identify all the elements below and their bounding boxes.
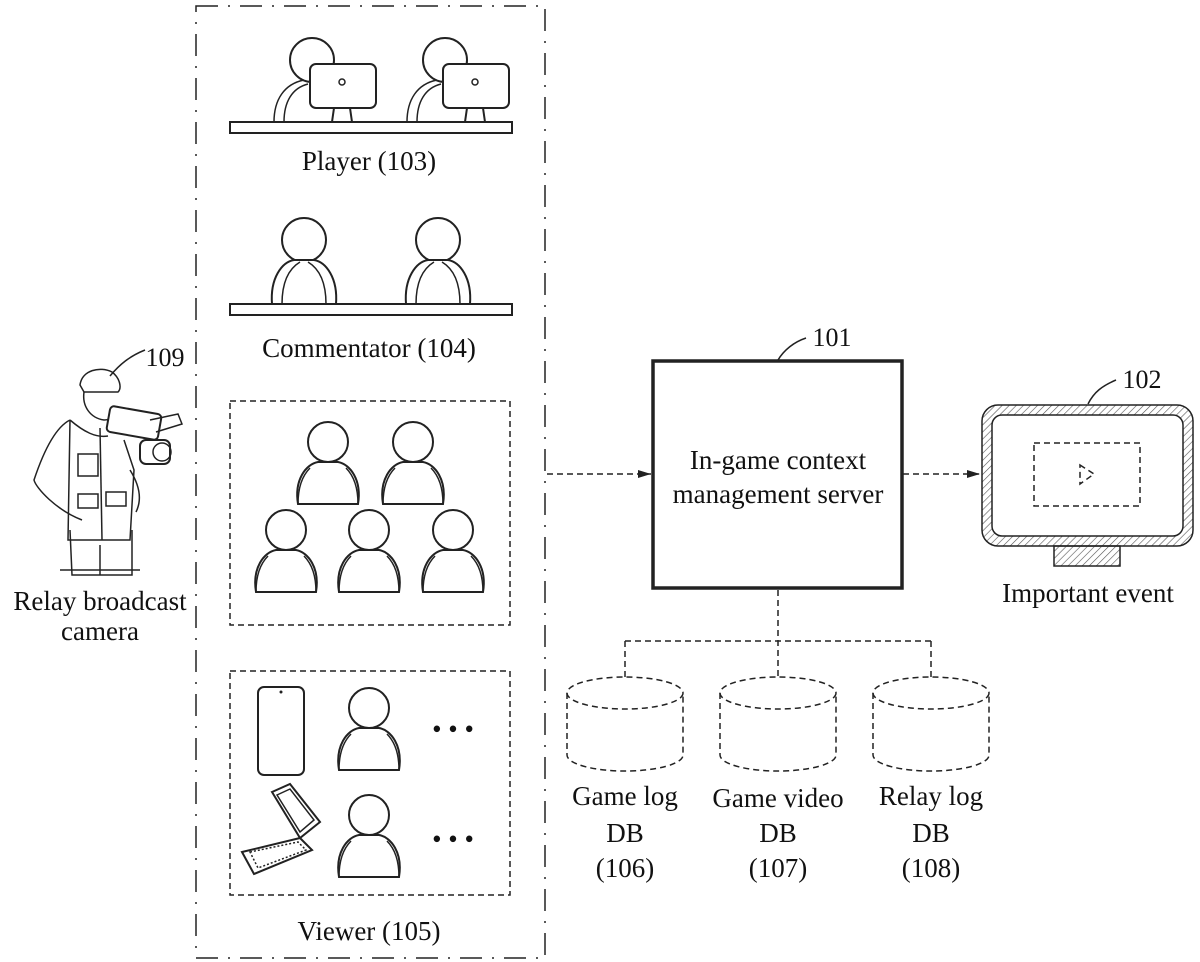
db-label-line1: Game log (572, 781, 678, 811)
audience-group (230, 401, 510, 625)
camera-ref-number: 109 (146, 343, 185, 372)
smartphone-icon (258, 687, 304, 775)
laptop-icon (242, 784, 320, 874)
server-label-line1: In-game context (690, 445, 867, 475)
viewer-person-icon (338, 688, 400, 770)
database-relay-log: Relay log DB (108) (873, 677, 989, 883)
viewer-group: • • • • • • Viewer (105) (230, 671, 510, 946)
db-connectors (625, 590, 931, 677)
server-label-line2: management server (673, 479, 884, 509)
audience-person-icon (382, 422, 444, 504)
viewer-person-icon (338, 795, 400, 877)
db-label-line2: DB (912, 818, 950, 848)
event-display: 102 Important event (982, 365, 1193, 608)
db-label-line2: DB (606, 818, 644, 848)
monitor-icon (310, 64, 376, 108)
audience-person-icon (338, 510, 400, 592)
db-ref-number: (108) (902, 853, 960, 883)
commentator-figure (406, 218, 470, 304)
camera-label-line2: camera (61, 616, 139, 646)
player-group: Player (103) (230, 38, 512, 176)
camera-label-line1: Relay broadcast (13, 586, 187, 616)
viewer-label: Viewer (105) (297, 916, 440, 946)
database-game-log: Game log DB (106) (567, 677, 683, 883)
audience-person-icon (255, 510, 317, 592)
relay-broadcast-camera: 109 Relay broadcast camera (13, 343, 187, 646)
monitor-icon (443, 64, 509, 108)
db-ref-number: (106) (596, 853, 654, 883)
audience-person-icon (297, 422, 359, 504)
cameraman-icon (34, 369, 182, 575)
db-label-line1: Relay log (879, 781, 983, 811)
display-screen (992, 415, 1183, 536)
display-label: Important event (1002, 578, 1174, 608)
ellipsis: • • • (432, 824, 474, 854)
display-ref-leader (1088, 380, 1116, 404)
commentator-group: Commentator (104) (230, 218, 512, 363)
commentator-figure (272, 218, 336, 304)
display-ref-number: 102 (1123, 365, 1162, 394)
context-management-server: 101 In-game context management server (653, 323, 902, 588)
audience-person-icon (422, 510, 484, 592)
commentator-desk (230, 304, 512, 315)
camera-ref-leader (110, 350, 145, 376)
player-figure (407, 38, 509, 122)
db-ref-number: (107) (749, 853, 807, 883)
db-label-line2: DB (759, 818, 797, 848)
player-desk (230, 122, 512, 133)
commentator-label: Commentator (104) (262, 333, 476, 363)
player-figure (274, 38, 376, 122)
player-label: Player (103) (302, 146, 436, 176)
server-ref-leader (778, 338, 806, 360)
db-label-line1: Game video (712, 783, 843, 813)
ellipsis: • • • (432, 714, 474, 744)
server-ref-number: 101 (813, 323, 852, 352)
database-game-video: Game video DB (107) (712, 677, 843, 883)
display-stand (1054, 546, 1120, 566)
